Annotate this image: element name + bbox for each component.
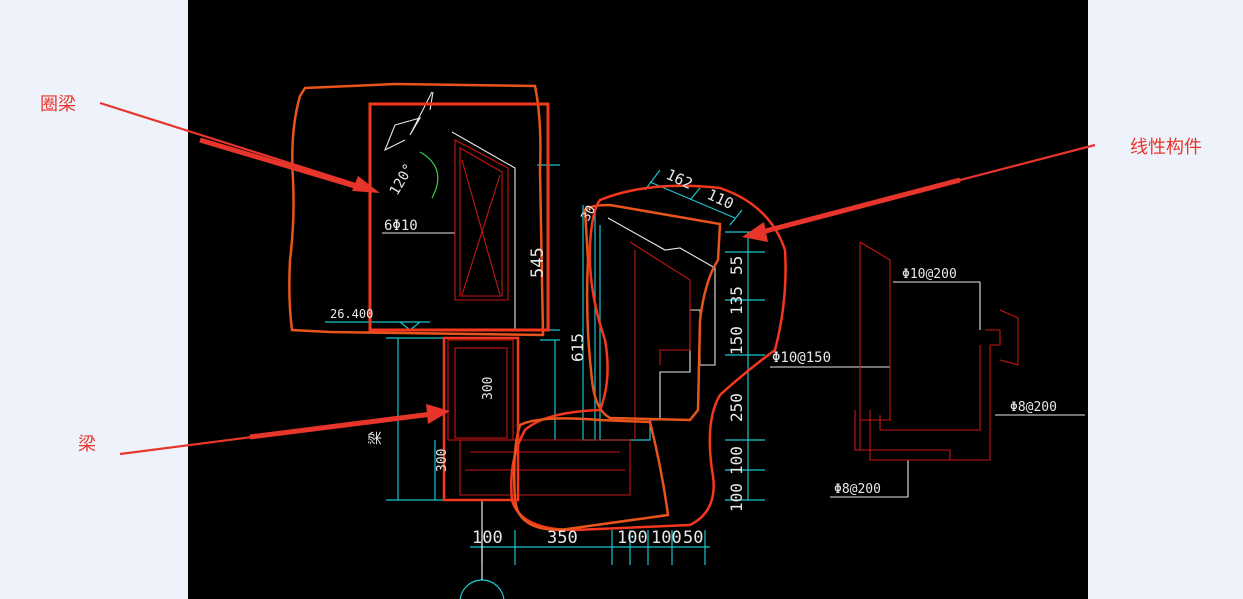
- elevation-text: 26.400: [330, 307, 373, 321]
- dim-300-lower: 300: [435, 449, 450, 472]
- bottom-dim-50: 50: [683, 528, 703, 548]
- dim-150: 150: [727, 326, 746, 355]
- rebar-lines: [447, 139, 1019, 496]
- dim-545: 545: [528, 247, 548, 278]
- dim-30: 30: [578, 203, 599, 224]
- bottom-dim-100a: 100: [617, 528, 648, 548]
- dim-100-a: 100: [727, 446, 746, 475]
- side-beam-label: 梁: [368, 431, 384, 445]
- dim-135: 135: [727, 286, 746, 315]
- arrow-beam-thick: [249, 411, 433, 440]
- linear-member-label: 线性构件: [1130, 137, 1202, 158]
- rebar-8-200-a: Φ8@200: [1010, 400, 1057, 415]
- callout-arrows: [99, 101, 1096, 456]
- arrow-ring-beam-thick: [199, 137, 369, 193]
- arrow-ring-beam: [99, 101, 363, 188]
- arrow-head-icon: [742, 222, 768, 242]
- dim-615: 615: [568, 333, 587, 362]
- cad-canvas: [188, 0, 1088, 599]
- bottom-dim-350: 350: [547, 528, 578, 548]
- linear-member-outline: [583, 203, 722, 422]
- bottom-dim-100: 100: [472, 528, 503, 548]
- dim-100-b: 100: [727, 483, 746, 512]
- rebar-10-200: Φ10@200: [902, 267, 957, 282]
- ring-beam-label: 圈梁: [40, 94, 76, 115]
- ring-beam-box: [368, 102, 550, 332]
- dim-300-upper: 300: [481, 377, 496, 400]
- arrow-head-icon: [426, 404, 450, 424]
- dimension-lines: [325, 164, 765, 599]
- ring-beam-outline: [288, 82, 545, 337]
- dim-250: 250: [727, 393, 746, 422]
- slab-outline: [512, 417, 670, 532]
- beam-label: 梁: [78, 434, 96, 455]
- rebar-main-text: 6Φ10: [384, 218, 418, 234]
- linear-member-loop: [510, 184, 787, 532]
- rebar-10-150: Φ10@150: [772, 350, 831, 366]
- arrow-linear-member-thick: [761, 177, 961, 235]
- angle-arc: [419, 151, 439, 199]
- dim-55: 55: [727, 256, 746, 275]
- bottom-dim-100b: 100: [651, 528, 682, 548]
- beam-box: [442, 336, 520, 502]
- rebar-8-200-b: Φ8@200: [834, 482, 881, 497]
